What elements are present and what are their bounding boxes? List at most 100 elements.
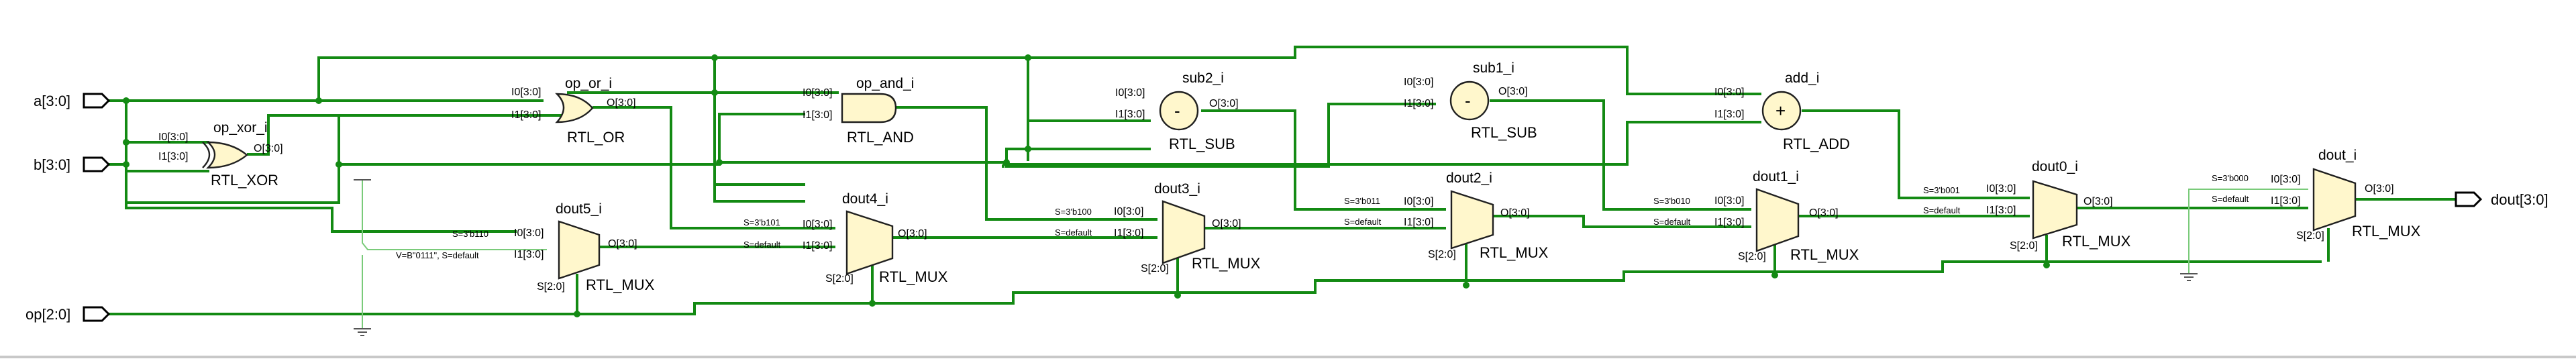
pin-out: O[3:0]	[2083, 196, 2113, 207]
ground-icon	[2180, 273, 2198, 281]
case-label-1: S=default	[1055, 227, 1092, 238]
case-label-1: V=B"0111", S=default	[396, 250, 479, 260]
ground-symbols	[354, 179, 2198, 336]
cell-name: dout0_i	[2032, 159, 2078, 174]
pin-in1: I1[3:0]	[514, 249, 544, 260]
case-label-0: S=3'b100	[1055, 207, 1092, 217]
pin-in0: I0[3:0]	[1404, 76, 1433, 88]
pin-in0: I0[3:0]	[803, 219, 832, 230]
net-b[interactable]	[109, 103, 1761, 204]
mux-icon	[1162, 200, 1206, 264]
case-label-1: S=default	[1344, 217, 1382, 227]
cell-dout3[interactable]: dout3_i I0[3:0] I1[3:0] O[3:0] S[2:0] RT…	[1055, 181, 1261, 274]
pin-in1: I1[3:0]	[1714, 109, 1744, 120]
cell-dout4[interactable]: dout4_i I0[3:0] I1[3:0] O[3:0] S[2:0] RT…	[743, 191, 948, 285]
pin-in0: I0[3:0]	[1986, 183, 2016, 195]
input-port-b[interactable]: b[3:0]	[34, 156, 111, 173]
mux-icon	[1755, 188, 1800, 252]
cell-type: RTL_ADD	[1783, 136, 1850, 152]
cell-name: dout1_i	[1753, 169, 1799, 185]
net-const-dout	[2188, 189, 2308, 274]
net-add-dout0[interactable]	[1802, 109, 2030, 199]
pin-out: O[3:0]	[898, 228, 927, 240]
case-label-0: S=3'b010	[1653, 196, 1690, 206]
cell-op-and[interactable]: op_and_i I0[3:0] I1[3:0] RTL_AND	[803, 76, 914, 146]
pin-out: O[3:0]	[1809, 207, 1839, 219]
pin-in1: I1[3:0]	[158, 151, 188, 162]
output-port-dout[interactable]: dout[3:0]	[2455, 191, 2548, 208]
cell-dout0[interactable]: dout0_i I0[3:0] I1[3:0] O[3:0] S[2:0] RT…	[1923, 159, 2131, 252]
cell-name: dout2_i	[1446, 170, 1492, 186]
net-sub2-dout2[interactable]	[1201, 109, 1446, 211]
cell-type: RTL_MUX	[586, 276, 655, 293]
cell-type: RTL_SUB	[1471, 124, 1537, 141]
pin-sel: S[2:0]	[1141, 263, 1169, 274]
pin-out: O[3:0]	[607, 97, 636, 109]
pin-out: O[3:0]	[1498, 86, 1528, 97]
cell-dout2[interactable]: dout2_i I0[3:0] I1[3:0] O[3:0] S[2:0] RT…	[1344, 170, 1549, 261]
pin-in1: I1[3:0]	[1404, 98, 1433, 109]
mux-icon	[2032, 180, 2078, 240]
cell-type: RTL_AND	[847, 129, 914, 146]
pin-out: O[3:0]	[1500, 207, 1530, 219]
cell-name: dout4_i	[842, 191, 888, 207]
pin-in0: I0[3:0]	[803, 87, 832, 99]
case-label-0: S=3'b101	[743, 217, 780, 227]
pin-in0: I0[3:0]	[511, 87, 541, 98]
input-port-op[interactable]: op[2:0]	[25, 306, 111, 323]
cell-type: RTL_SUB	[1169, 136, 1235, 152]
pin-out: O[3:0]	[1209, 98, 1239, 109]
operator-symbol: -	[1465, 91, 1471, 111]
cell-dout[interactable]: dout_i I0[3:0] I1[3:0] O[3:0] S[2:0] RTL…	[2212, 148, 2421, 242]
net-sub1-dout1[interactable]	[1490, 99, 1751, 211]
pin-sel: S[2:0]	[825, 273, 854, 285]
cell-dout5[interactable]: dout5_i I0[3:0] I1[3:0] O[3:0] S[2:0] RT…	[396, 201, 655, 293]
junctions	[123, 54, 2050, 317]
pin-in0: I0[3:0]	[514, 227, 544, 239]
pin-in0: I0[3:0]	[1115, 87, 1145, 99]
or-gate-icon	[555, 93, 594, 123]
case-label-1: S=default	[743, 240, 781, 250]
input-port-a[interactable]: a[3:0]	[34, 93, 111, 109]
pin-in1: I1[3:0]	[2271, 195, 2300, 207]
cell-name: dout3_i	[1154, 181, 1200, 197]
add-icon	[1761, 91, 1802, 131]
case-label-0: S=3'b110	[452, 229, 488, 239]
case-label-1: S=default	[2212, 194, 2249, 204]
net-xor-or[interactable]	[247, 114, 550, 156]
cell-type: RTL_MUX	[1480, 244, 1549, 261]
cell-sub1[interactable]: - sub1_i I0[3:0] I1[3:0] O[3:0] RTL_SUB	[1404, 60, 1537, 141]
xor-gate-icon	[205, 141, 248, 169]
net-and-dout3[interactable]	[896, 106, 1157, 221]
pin-in0: I0[3:0]	[1114, 206, 1143, 217]
pin-sel: S[2:0]	[1428, 249, 1456, 260]
net-dout2-dout1[interactable]	[1493, 215, 1751, 228]
pin-out: O[3:0]	[1212, 218, 1241, 229]
pin-out: O[3:0]	[608, 238, 637, 250]
cell-dout1[interactable]: dout1_i I0[3:0] I1[3:0] O[3:0] S[2:0] RT…	[1653, 169, 1859, 263]
cell-add[interactable]: + add_i I0[3:0] I1[3:0] RTL_ADD	[1714, 70, 1850, 152]
pin-sel: S[2:0]	[2296, 230, 2324, 242]
cell-op-xor[interactable]: op_xor_i I0[3:0] I1[3:0] O[3:0] RTL_XOR	[158, 120, 283, 189]
case-label-1: S=default	[1923, 205, 1961, 215]
input-port-icon	[83, 156, 111, 172]
net-or-dout4[interactable]	[593, 106, 835, 229]
cell-type: RTL_MUX	[1790, 246, 1859, 263]
subtract-icon	[1449, 81, 1490, 121]
input-port-icon	[83, 306, 111, 322]
pin-in1: I1[3:0]	[1986, 205, 2016, 216]
cell-op-or[interactable]: op_or_i I0[3:0] I1[3:0] O[3:0] RTL_OR	[511, 76, 636, 146]
input-port-icon	[83, 93, 111, 109]
mux-icon	[845, 210, 894, 275]
nets	[109, 46, 2456, 329]
operator-symbol: +	[1775, 101, 1786, 121]
case-label-0: S=3'b011	[1344, 196, 1380, 206]
pin-in0: I0[3:0]	[1714, 195, 1744, 207]
cell-sub2[interactable]: - sub2_i I0[3:0] I1[3:0] O[3:0] RTL_SUB	[1115, 70, 1239, 152]
net-op[interactable]	[109, 228, 2330, 315]
pin-in1: I1[3:0]	[1114, 227, 1143, 239]
pin-in0: I0[3:0]	[1404, 196, 1433, 207]
pin-sel: S[2:0]	[2010, 240, 2038, 252]
